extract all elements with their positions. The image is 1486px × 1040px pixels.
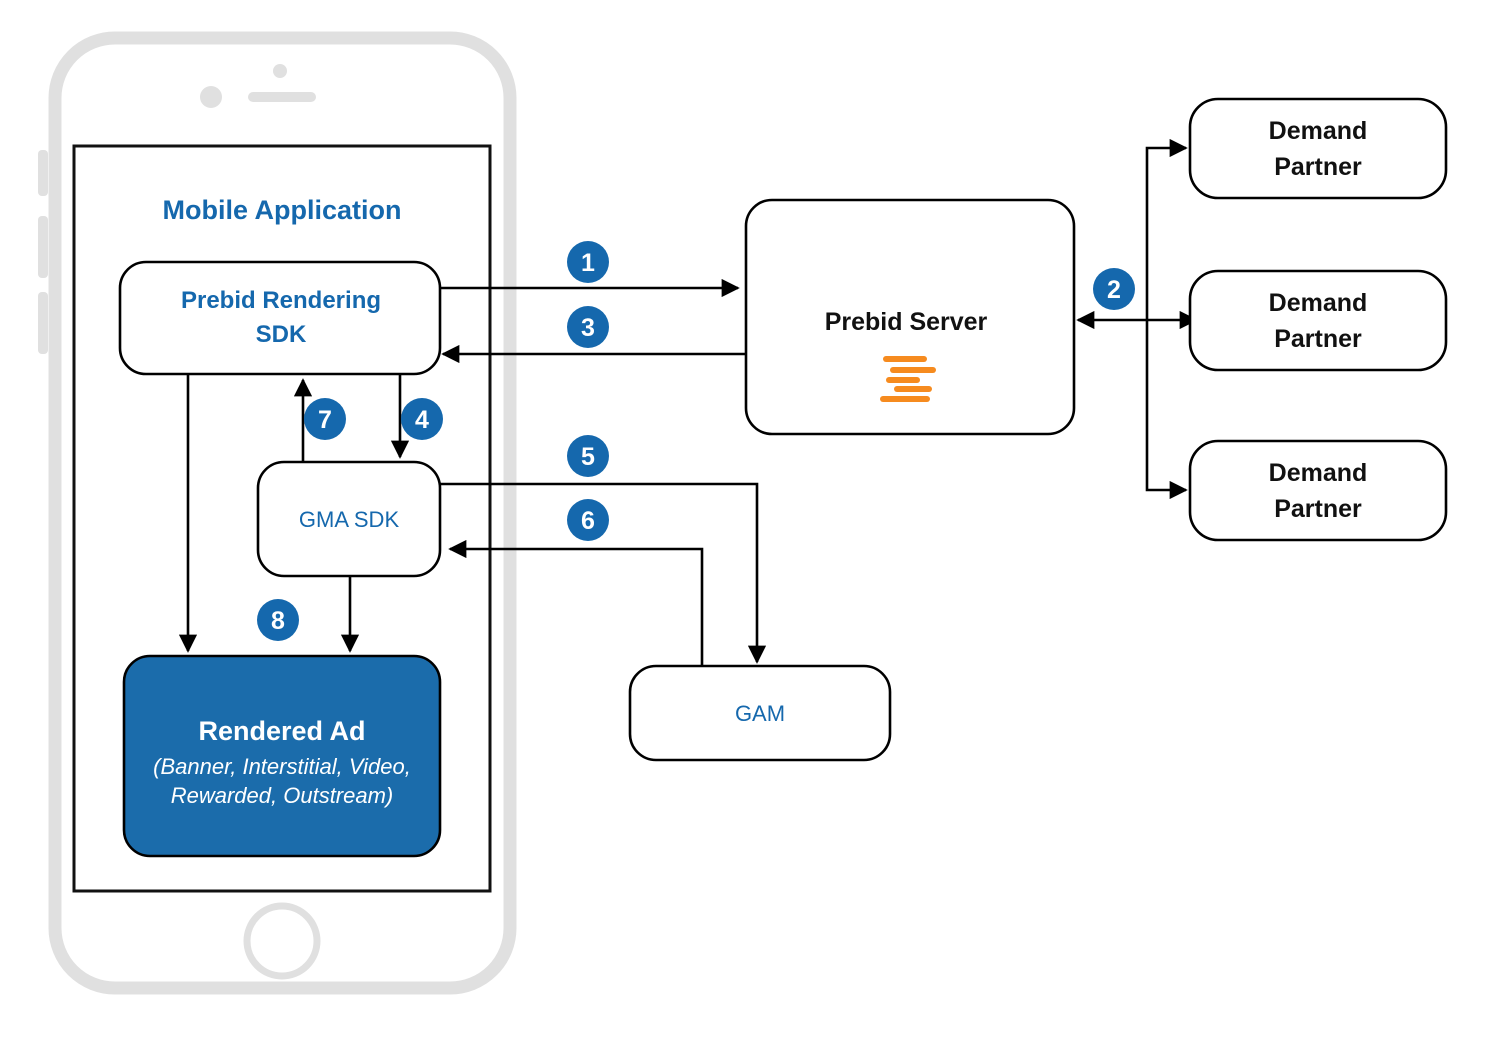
step-badges: 1 3 2 7 4 5 6 8 [257,241,1135,641]
step-badge-3-number: 3 [581,314,595,342]
demand-partner-1-box[interactable] [1188,97,1448,200]
step-badge-4-number: 4 [415,406,429,434]
step-badge-2-number: 2 [1107,276,1121,304]
step-badge-7-number: 7 [318,406,332,434]
step-badge-8-number: 8 [271,607,285,635]
step-badge-4: 4 [401,398,443,440]
front-camera-icon [273,64,287,78]
phone-side-button-volume-up[interactable] [38,216,48,278]
home-button[interactable] [243,902,321,980]
demand-partner-3-box[interactable] [1188,439,1448,542]
step-badge-6-number: 6 [581,507,595,535]
node-demand-partner-3[interactable]: Demand Partner [1188,439,1448,542]
node-prebid-rendering-sdk[interactable]: Prebid Rendering SDK [118,260,442,376]
node-gam[interactable]: GAM [628,664,892,762]
gma-sdk-box[interactable] [256,460,442,578]
prebid-server-box[interactable] [744,198,1076,436]
demand-partner-3-label-line2: Partner [1274,495,1362,523]
node-prebid-server[interactable]: Prebid Server [744,198,1076,436]
prebid-rendering-sdk-box[interactable] [118,260,442,376]
node-gma-sdk[interactable]: GMA SDK [256,460,442,578]
prebid-rendering-sdk-label-line1: Prebid Rendering [181,287,381,314]
prebid-rendering-sdk-label-line2: SDK [256,321,307,348]
edge-step-5 [437,482,767,664]
gam-label: GAM [735,701,785,726]
demand-partner-2-label-line2: Partner [1274,325,1362,353]
step-badge-7: 7 [304,398,346,440]
earpiece-speaker-icon [248,92,316,102]
demand-partner-3-label-line1: Demand [1269,459,1368,487]
step-badge-5: 5 [567,435,609,477]
rendered-ad-sub-line1: (Banner, Interstitial, Video, [153,754,411,779]
node-rendered-ad[interactable]: Rendered Ad (Banner, Interstitial, Video… [122,654,442,858]
prebid-server-logo-icon [880,356,936,402]
gam-box[interactable] [628,664,892,762]
edge-step-6 [448,539,704,670]
demand-partner-2-box[interactable] [1188,269,1448,372]
edge-step-2-up [1145,138,1188,320]
step-badge-6: 6 [567,499,609,541]
phone-side-button-mute[interactable] [38,150,48,196]
rendered-ad-title: Rendered Ad [198,716,365,746]
mobile-phone-mockup [38,31,517,995]
step-badge-2: 2 [1093,268,1135,310]
demand-partner-2-label-line1: Demand [1269,289,1368,317]
step-badge-1-number: 1 [581,249,595,277]
connector-edges [178,138,1198,670]
phone-body [48,31,517,995]
node-demand-partner-1[interactable]: Demand Partner [1188,97,1448,200]
prebid-server-label: Prebid Server [825,308,988,336]
gma-sdk-label: GMA SDK [299,507,400,532]
rendered-ad-box[interactable] [122,654,442,858]
proximity-sensor-icon [200,86,222,108]
rendered-ad-sub-line2: Rewarded, Outstream) [171,783,394,808]
page-title: Mobile Application [163,195,402,225]
step-badge-3: 3 [567,306,609,348]
step-badge-8: 8 [257,599,299,641]
demand-partner-1-label-line1: Demand [1269,117,1368,145]
step-badge-1: 1 [567,241,609,283]
node-demand-partner-2[interactable]: Demand Partner [1188,269,1448,372]
step-badge-5-number: 5 [581,443,595,471]
demand-partner-1-label-line2: Partner [1274,153,1362,181]
edge-step-2-down [1145,320,1188,500]
phone-side-button-volume-down[interactable] [38,292,48,354]
